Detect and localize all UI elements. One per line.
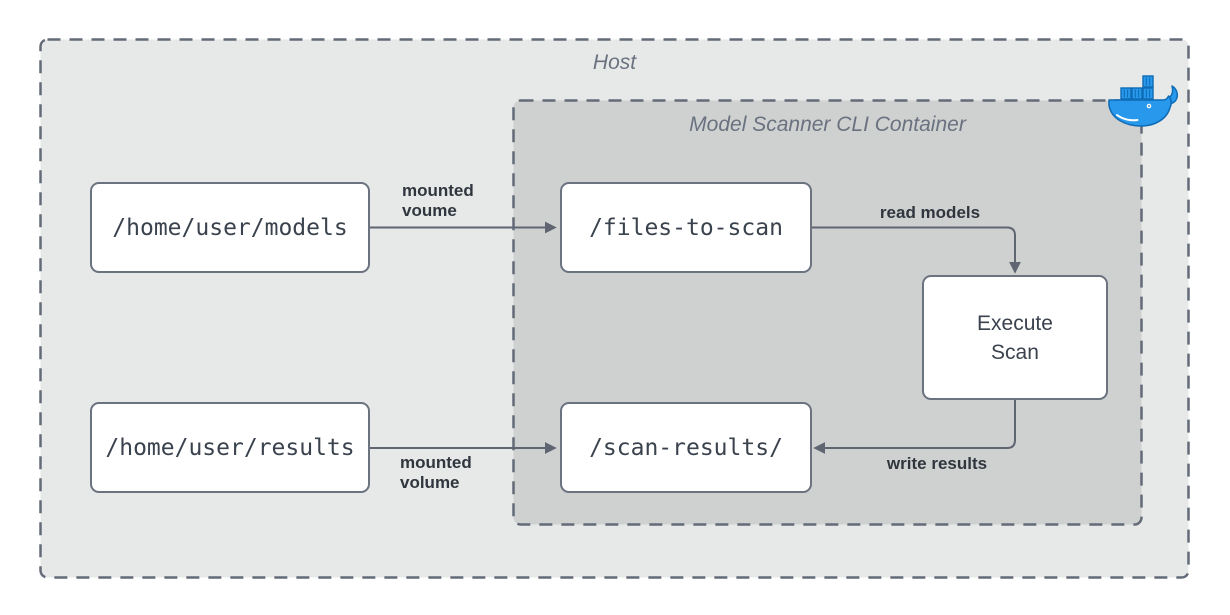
- docker-whale-icon: [1108, 75, 1179, 127]
- mounted-voume-label: mounted voume: [402, 181, 474, 220]
- scan-results-node: /scan-results/: [560, 402, 812, 493]
- write-results-arrow: [813, 400, 1016, 454]
- container-zone-title: Model Scanner CLI Container: [689, 113, 966, 136]
- execute-scan-node: Execute Scan: [922, 275, 1108, 400]
- host-zone-title: Host: [592, 51, 637, 74]
- read-models-label: read models: [879, 203, 981, 222]
- models-node: /home/user/models: [90, 182, 370, 273]
- mounted-volume-label: mounted volume: [400, 453, 472, 492]
- read-models-arrow: [812, 226, 1021, 274]
- files-to-scan-node: /files-to-scan: [560, 182, 812, 273]
- write-results-label: write results: [886, 454, 988, 473]
- results-node: /home/user/results: [90, 402, 370, 493]
